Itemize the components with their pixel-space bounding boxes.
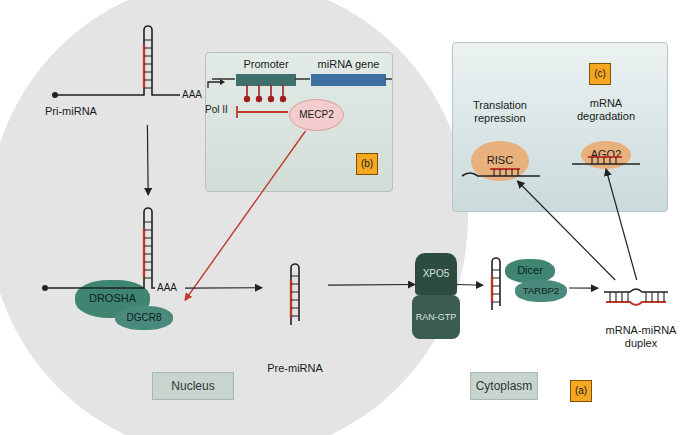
flow-arrow — [517, 181, 615, 280]
region-label: Nucleus — [152, 372, 234, 400]
rna-group: Pre-miRNA — [262, 250, 328, 380]
flow-arrow — [328, 284, 415, 286]
node-text: Promoter — [226, 58, 306, 71]
gene-region: miRNA gene — [311, 74, 386, 86]
mirna-segment — [143, 228, 145, 278]
cap-dot — [42, 285, 48, 291]
pre-mirna-strand — [492, 258, 500, 310]
methyl-group — [268, 96, 274, 102]
duplex-group: mRNA-miRNA duplex — [598, 280, 684, 362]
methyl-group — [244, 96, 250, 102]
protein-blob: TARBP2 — [515, 280, 567, 302]
base-pairs — [494, 169, 518, 176]
node-text: (a) — [575, 385, 587, 397]
promoter-region: Promoter — [236, 74, 296, 86]
dna-line — [212, 78, 392, 80]
polya-tail-label: AAA — [182, 89, 202, 100]
transcription-start-arrow — [208, 82, 220, 88]
mrna-strand — [604, 289, 668, 292]
node-text: RISC — [487, 154, 513, 167]
mrna-strand — [462, 173, 540, 176]
mirna-strand — [490, 168, 520, 170]
base-pairs — [492, 270, 500, 302]
complex-ellipse: Translation repressionRISC — [471, 141, 529, 181]
pre-mirna-strand — [291, 264, 299, 325]
protein-blob: DGCR8 — [115, 306, 173, 330]
region-label: Cytoplasm — [470, 372, 538, 400]
flow-arrow — [457, 284, 483, 286]
base-pairs — [592, 157, 616, 164]
regulation-arrow — [185, 131, 306, 300]
node-text: DGCR8 — [126, 312, 161, 324]
mrna-strand — [572, 163, 640, 165]
node-text: (c) — [589, 63, 611, 85]
complex-ellipse: mRNA degradationAGO2 — [581, 141, 631, 169]
methylation-stems — [247, 85, 283, 96]
node-heading: Translation repression — [455, 99, 545, 125]
methyl-group — [256, 96, 262, 102]
inset-panel: (c)Translation repressionRISCmRNA degrad… — [452, 42, 668, 212]
mirna-segment — [290, 280, 292, 318]
pri-mirna-strand — [55, 26, 180, 95]
arrow-head — [220, 79, 225, 85]
node-text: (b) — [356, 153, 378, 175]
ran-protein: RAN-GTP — [412, 295, 460, 339]
mirna-strand — [588, 156, 622, 158]
node-text: RAN-GTP — [416, 312, 457, 323]
node-text: TARBP2 — [523, 285, 559, 296]
panel-tag: (a) — [570, 380, 592, 402]
inhibition-line — [237, 106, 288, 118]
node-text: MECP2 — [299, 109, 333, 121]
base-pairs — [144, 222, 152, 278]
flow-arrow — [606, 169, 637, 280]
flow-arrow — [185, 287, 262, 289]
polya-tail-label: AAA — [157, 282, 177, 293]
node-text: mRNA-miRNA duplex — [598, 324, 684, 350]
flow-arrow — [569, 287, 598, 288]
base-pairs — [144, 40, 152, 88]
node-text: Nucleus — [171, 379, 214, 393]
pri-mirna-strand — [45, 208, 155, 288]
nucleus-circle — [0, 0, 468, 435]
node-heading: mRNA degradation — [566, 97, 646, 123]
node-text: XPO5 — [423, 268, 450, 280]
node-text: Pre-miRNA — [262, 362, 328, 375]
protein-ellipse: MECP2 — [289, 99, 344, 131]
inset-panel: (b)PromotermiRNA geneMECP2 — [205, 52, 393, 192]
flow-arrow — [147, 125, 149, 195]
mirna-segment — [491, 275, 493, 302]
node-text: miRNA gene — [306, 58, 391, 71]
transcript-group: Pri-miRNA — [45, 15, 205, 125]
base-pairs — [291, 276, 299, 316]
cap-dot — [52, 92, 58, 98]
methyl-group — [280, 96, 286, 102]
mirna-segment — [143, 45, 145, 88]
polymerase-label: Pol II — [205, 104, 228, 115]
mirna-strand — [606, 302, 666, 305]
node-text: Cytoplasm — [476, 379, 533, 393]
node-text: Pri-miRNA — [45, 105, 125, 118]
base-pairs — [610, 292, 664, 302]
node-text: AGO2 — [591, 148, 622, 161]
export-protein: XPO5 — [415, 253, 457, 295]
